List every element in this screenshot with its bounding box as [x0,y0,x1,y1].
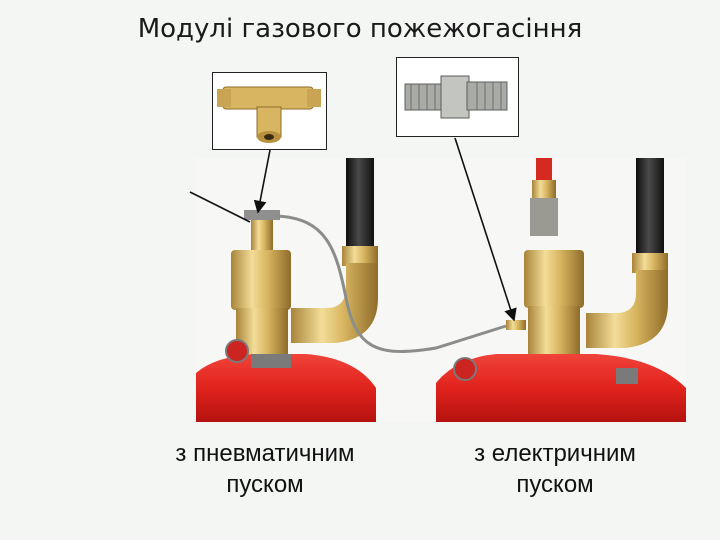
left-hose [346,158,374,253]
left-pneumatic-actuator [251,218,273,250]
right-hose [636,158,664,258]
pneumatic-tube [275,214,507,353]
electric-actuator-cap [536,158,552,180]
right-module [436,158,686,422]
electric-actuator [530,198,558,236]
left-valve-body [231,250,291,310]
fire-suppression-modules-photo [196,158,686,422]
caption-electric: з електричним пуском [440,438,670,500]
left-elbow-pipe [291,263,378,343]
left-module [196,158,507,422]
caption-pneumatic: з пневматичним пуском [150,438,380,500]
right-elbow-pipe [586,270,668,348]
caption-right-line2: пуском [516,471,594,498]
threaded-nipple-fitting-photo [396,57,519,137]
right-valve-body [524,250,584,308]
caption-right-line1: з електричним [474,440,636,467]
brass-tee-fitting-photo [212,72,327,150]
caption-left-line2: пуском [226,471,304,498]
caption-left-line1: з пневматичним [175,440,355,467]
page-title: Модулі газового пожежогасіння [137,14,583,44]
left-cylinder [196,354,376,422]
